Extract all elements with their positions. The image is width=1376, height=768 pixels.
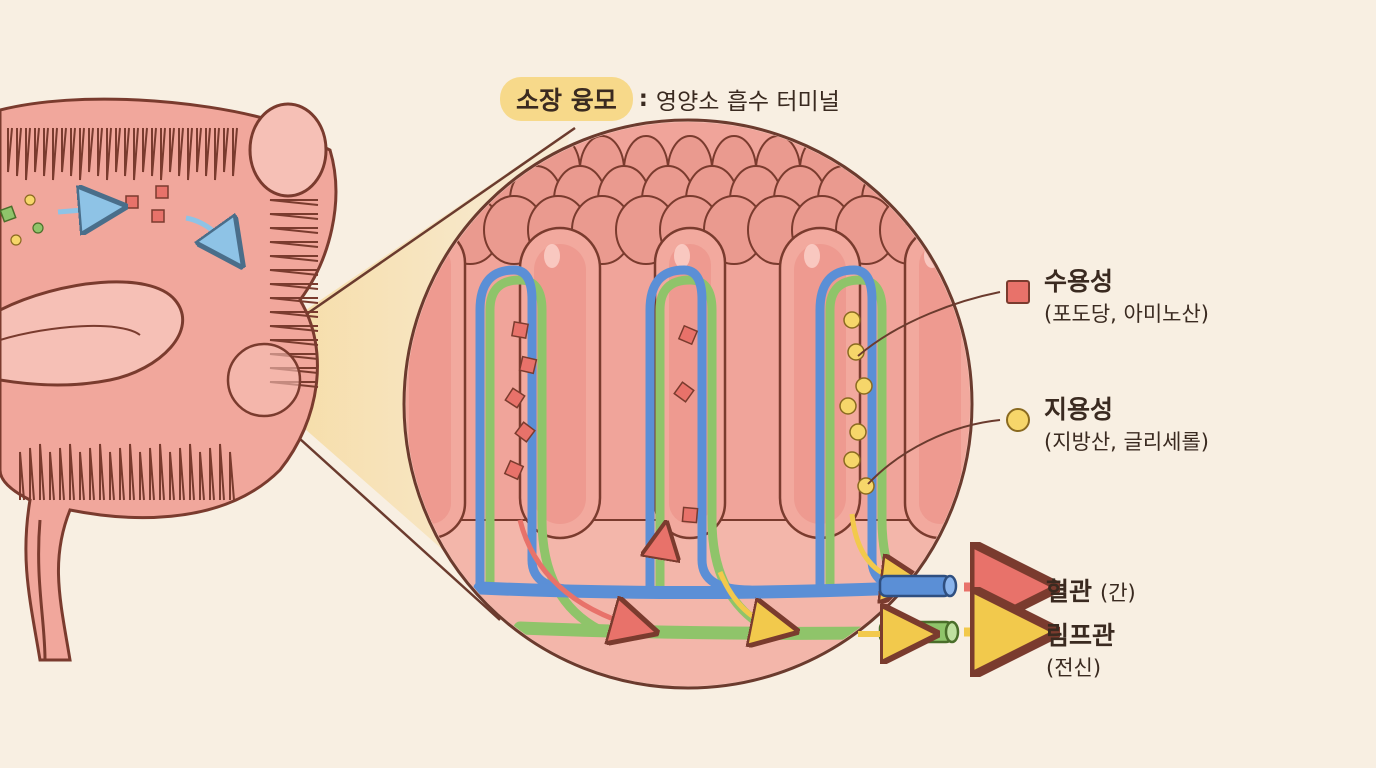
title-subtitle: 영양소 흡수 터미널 [655,89,840,115]
fat-soluble-dot-icon [1006,408,1030,432]
title-badge: 소장 융모 [500,77,633,121]
blood-dest: (간) [1100,581,1136,605]
title-separator: : [638,86,648,112]
title-bar: 소장 융모 : 영양소 흡수 터미널 [500,77,840,121]
intestine-opening [248,102,328,198]
small-intestine [0,97,338,662]
lymph-name: 림프관 [1046,621,1116,650]
water-soluble-label: 수용성 [1044,267,1114,296]
lymph-dest: (전신) [1046,656,1102,680]
blood-output-label: 혈관 (간) [1046,572,1136,608]
water-soluble-square-icon [1006,280,1030,304]
outlet-tubes [858,574,960,642]
zoom-spot [226,342,302,418]
fat-soluble-label: 지용성 [1044,395,1114,424]
blood-name: 혈관 [1046,577,1093,606]
water-soluble-examples: (포도당, 아미노산) [1044,302,1209,326]
zoom-line-bottom [267,409,501,621]
fat-soluble-examples: (지방산, 글리세롤) [1044,430,1209,454]
zoom-line-top [261,126,576,347]
